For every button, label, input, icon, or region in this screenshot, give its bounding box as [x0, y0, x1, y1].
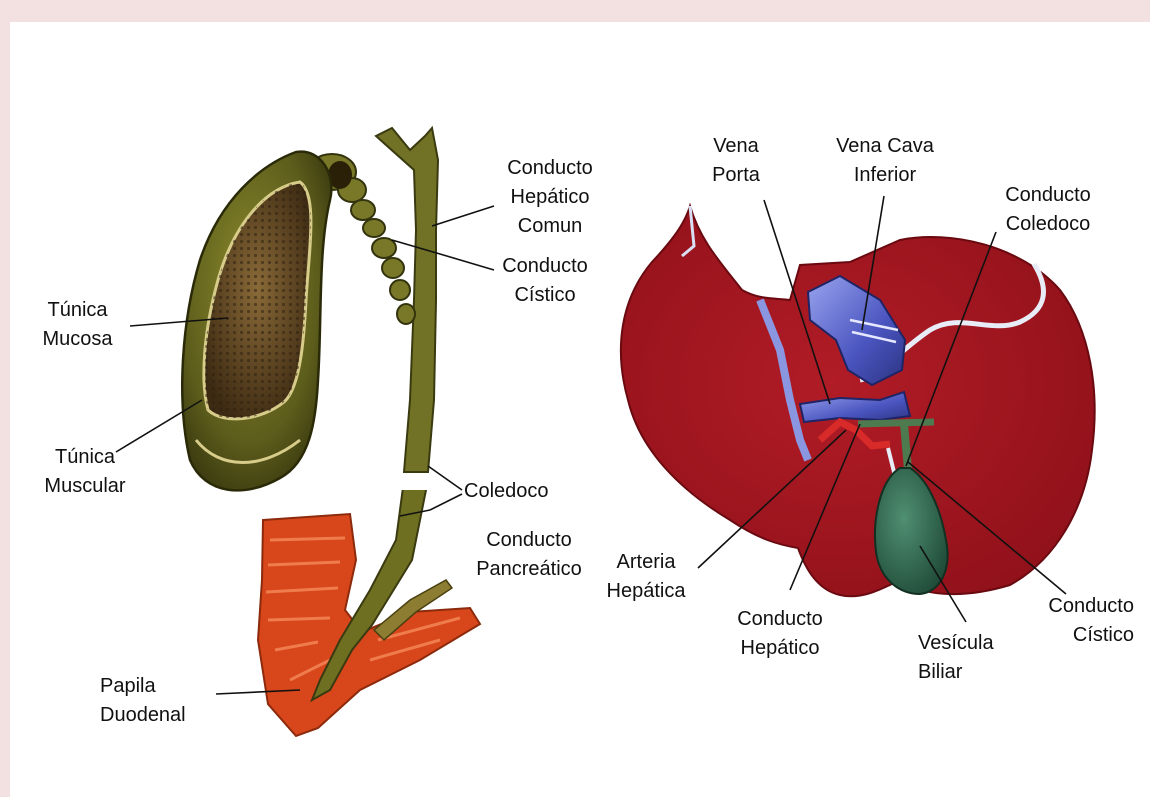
label-tunica-mucosa: Túnica Mucosa	[30, 296, 125, 354]
label-line: Hepática	[590, 577, 702, 606]
label-line: Duodenal	[100, 701, 186, 730]
biliary-tree-illustration	[182, 128, 480, 736]
liver-illustration	[621, 206, 1095, 596]
label-line: Vena	[696, 132, 776, 161]
label-line: Conducto	[992, 181, 1104, 210]
label-line: Muscular	[30, 472, 140, 501]
label-conducto-hepatico-comun: Conducto Hepático Comun	[490, 154, 610, 241]
label-conducto-cistico-right: Conducto Cístico	[1018, 592, 1134, 650]
label-conducto-pancreatico: Conducto Pancreático	[462, 526, 596, 584]
label-line: Conducto	[488, 252, 602, 281]
label-line: Pancreático	[462, 555, 596, 584]
label-line: Conducto	[1018, 592, 1134, 621]
label-coledoco: Coledoco	[464, 477, 549, 506]
label-line: Comun	[490, 212, 610, 241]
label-line: Biliar	[918, 658, 994, 687]
label-line: Túnica	[30, 443, 140, 472]
label-papila-duodenal: Papila Duodenal	[100, 672, 186, 730]
label-line: Túnica	[30, 296, 125, 325]
label-line: Hepático	[724, 634, 836, 663]
label-line: Cístico	[1018, 621, 1134, 650]
label-line: Inferior	[822, 161, 948, 190]
label-conducto-coledoco: Conducto Coledoco	[992, 181, 1104, 239]
label-tunica-muscular: Túnica Muscular	[30, 443, 140, 501]
label-vena-porta: Vena Porta	[696, 132, 776, 190]
label-line: Vesícula	[918, 629, 994, 658]
label-line: Hepático	[490, 183, 610, 212]
label-vesicula-biliar: Vesícula Biliar	[918, 629, 994, 687]
label-line: Mucosa	[30, 325, 125, 354]
label-line: Conducto	[462, 526, 596, 555]
label-line: Conducto	[724, 605, 836, 634]
label-line: Papila	[100, 672, 186, 701]
label-conducto-hepatico: Conducto Hepático	[724, 605, 836, 663]
label-line: Arteria	[590, 548, 702, 577]
label-line: Coledoco	[992, 210, 1104, 239]
label-vena-cava-inferior: Vena Cava Inferior	[822, 132, 948, 190]
label-arteria-hepatica: Arteria Hepática	[590, 548, 702, 606]
label-line: Conducto	[490, 154, 610, 183]
hepatic-duct-shape	[376, 128, 438, 472]
label-conducto-cistico-left: Conducto Cístico	[488, 252, 602, 310]
label-line: Cístico	[488, 281, 602, 310]
label-line: Porta	[696, 161, 776, 190]
label-line: Vena Cava	[822, 132, 948, 161]
